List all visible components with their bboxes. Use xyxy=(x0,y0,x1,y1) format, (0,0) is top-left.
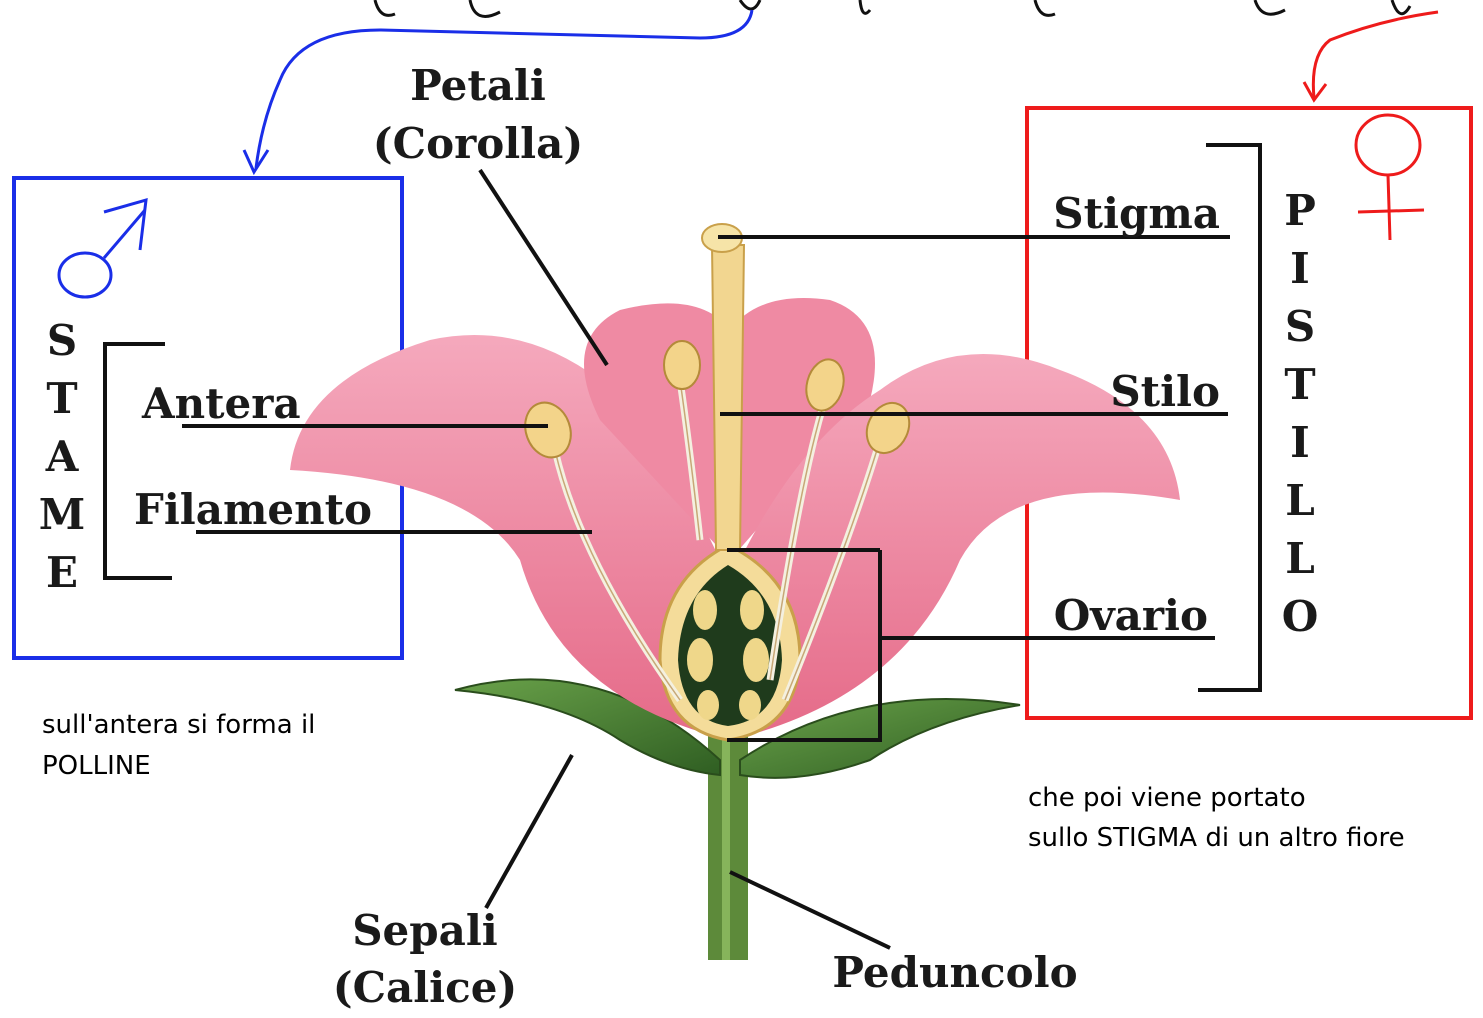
stilo-shape xyxy=(712,245,744,550)
label-corolla: (Corolla) xyxy=(373,119,583,168)
label-ovario: Ovario xyxy=(1054,591,1208,640)
label-sepali: Sepali xyxy=(352,906,498,955)
note-stigma-line1: che poi viene portato xyxy=(1028,783,1306,813)
stame-letter: E xyxy=(46,548,78,597)
male-symbol-icon xyxy=(59,200,146,297)
pistillo-letter: I xyxy=(1290,418,1310,467)
pistillo-letter: L xyxy=(1285,534,1315,583)
pistillo-letter: P xyxy=(1284,186,1316,235)
stame-letter: M xyxy=(39,490,86,539)
pistillo-letter: I xyxy=(1290,244,1310,293)
stame-letter: A xyxy=(45,432,80,481)
label-calice: (Calice) xyxy=(333,963,518,1012)
stame-vertical-word: S T A M E xyxy=(39,316,86,597)
pistillo-letter: O xyxy=(1282,592,1319,641)
label-antera: Antera xyxy=(141,379,301,428)
pistillo-letter: T xyxy=(1284,360,1315,409)
female-arrow xyxy=(1313,12,1438,98)
note-polline-line2: POLLINE xyxy=(42,751,151,781)
pistillo-letter: L xyxy=(1285,476,1315,525)
note-polline-line1: sull'antera si forma il xyxy=(42,710,315,740)
pistillo-letter: S xyxy=(1285,302,1315,351)
label-filamento: Filamento xyxy=(134,485,372,534)
label-stilo: Stilo xyxy=(1110,367,1220,416)
label-petali: Petali xyxy=(410,61,546,110)
pistillo-vertical-word: P I S T I L L O xyxy=(1282,186,1319,641)
header-scribble xyxy=(375,0,1410,16)
label-peduncolo: Peduncolo xyxy=(832,948,1077,997)
label-stigma: Stigma xyxy=(1053,189,1220,238)
stame-letter: T xyxy=(46,374,77,423)
stame-letter: S xyxy=(47,316,77,365)
female-symbol-icon xyxy=(1356,115,1424,240)
note-stigma-line2: sullo STIGMA di un altro fiore xyxy=(1028,823,1405,853)
